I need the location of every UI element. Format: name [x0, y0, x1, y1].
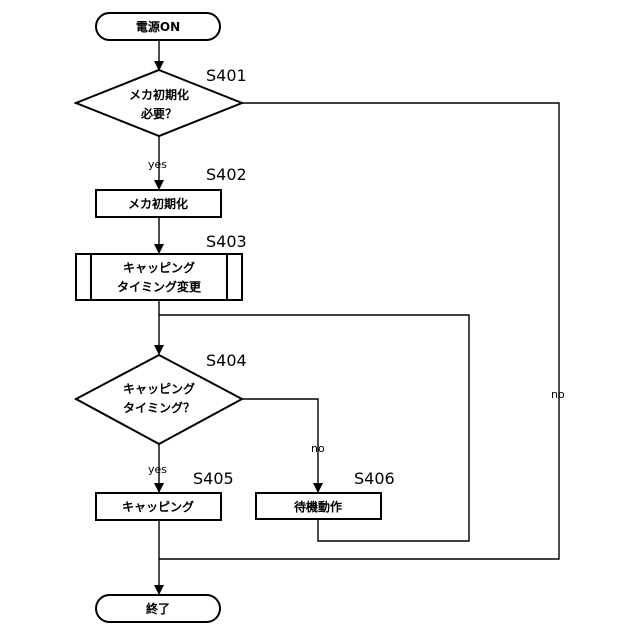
decision-s404-line1: キャッピング: [123, 381, 195, 396]
process-s405-label: キャッピング: [122, 499, 194, 514]
predefined-process-s403-line1: キャッピング: [123, 260, 195, 275]
process-s402-label: メカ初期化: [128, 196, 188, 211]
end-label: 終了: [146, 601, 170, 616]
step-id-s406: S406: [354, 469, 395, 488]
no-label-s401: no: [551, 388, 565, 401]
decision-s401-line2: 必要？: [140, 106, 177, 121]
no-label-s404: no: [311, 442, 325, 455]
process-s406-label: 待機動作: [294, 499, 342, 514]
yes-label-s401: yes: [148, 158, 167, 171]
process-s402: メカ初期化 S402: [96, 165, 247, 217]
predefined-process-s403: キャッピング タイミング変更 S403: [76, 232, 247, 300]
step-id-s405: S405: [193, 469, 234, 488]
decision-s404: キャッピング タイミング？ S404: [76, 351, 247, 444]
step-id-s402: S402: [206, 165, 247, 184]
process-s405: キャッピング S405: [96, 469, 234, 520]
end-terminal: 終了: [96, 595, 220, 622]
predefined-process-s403-line2: タイミング変更: [117, 279, 202, 294]
step-id-s404: S404: [206, 351, 247, 370]
start-label: 電源ON: [136, 19, 180, 34]
decision-s401: メカ初期化 必要？ S401: [76, 66, 247, 136]
decision-s401-line1: メカ初期化: [129, 87, 189, 102]
step-id-s401: S401: [206, 66, 247, 85]
decision-s404-line2: タイミング？: [123, 400, 195, 415]
start-terminal: 電源ON: [96, 13, 220, 40]
yes-label-s404: yes: [148, 463, 167, 476]
connector-s404-s406: [242, 399, 318, 492]
process-s406: 待機動作 S406: [256, 469, 395, 519]
step-id-s403: S403: [206, 232, 247, 251]
